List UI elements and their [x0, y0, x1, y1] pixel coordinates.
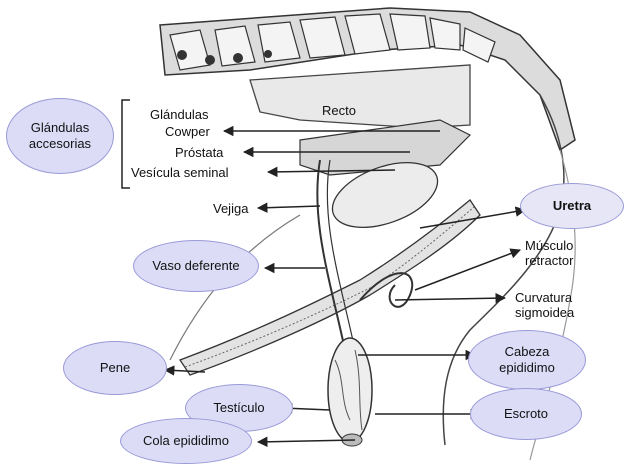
cowper-label: Cowper	[165, 124, 210, 139]
glands-label: Glándulas	[150, 107, 209, 122]
retractor-muscle-label: Músculo retractor	[525, 238, 595, 268]
urethra-text: Uretra	[553, 198, 591, 214]
testicle-text: Testículo	[213, 400, 264, 416]
epididymis-head-bubble: Cabeza epididimo	[468, 330, 586, 390]
urethra-bubble: Uretra	[520, 183, 624, 229]
accessory-glands-bubble: Glándulas accesorias	[6, 98, 114, 174]
vas-deferens-text: Vaso deferente	[152, 258, 239, 274]
epididymis-tail-bubble: Cola epididimo	[120, 418, 252, 464]
epididymis-tail-text: Cola epididimo	[143, 433, 229, 449]
bladder-label: Vejiga	[213, 201, 248, 216]
prostate-label: Próstata	[175, 145, 223, 160]
seminal-vesicle-label: Vesícula seminal	[131, 165, 229, 180]
epididymis-head-text: Cabeza epididimo	[492, 344, 562, 376]
testicle-shape	[328, 338, 372, 442]
sigmoid-flexure-label: Curvatura sigmoidea	[515, 290, 595, 320]
accessory-glands-text: Glándulas accesorias	[7, 120, 113, 152]
penis-text: Pene	[100, 360, 130, 376]
vas-deferens-bubble: Vaso deferente	[133, 240, 259, 292]
scrotum-text: Escroto	[504, 406, 548, 422]
rectum-label: Recto	[322, 103, 356, 118]
rectum-shape	[250, 65, 470, 128]
bracket-icon	[122, 100, 130, 188]
penis-bubble: Pene	[63, 341, 167, 395]
scrotum-bubble: Escroto	[470, 388, 582, 440]
